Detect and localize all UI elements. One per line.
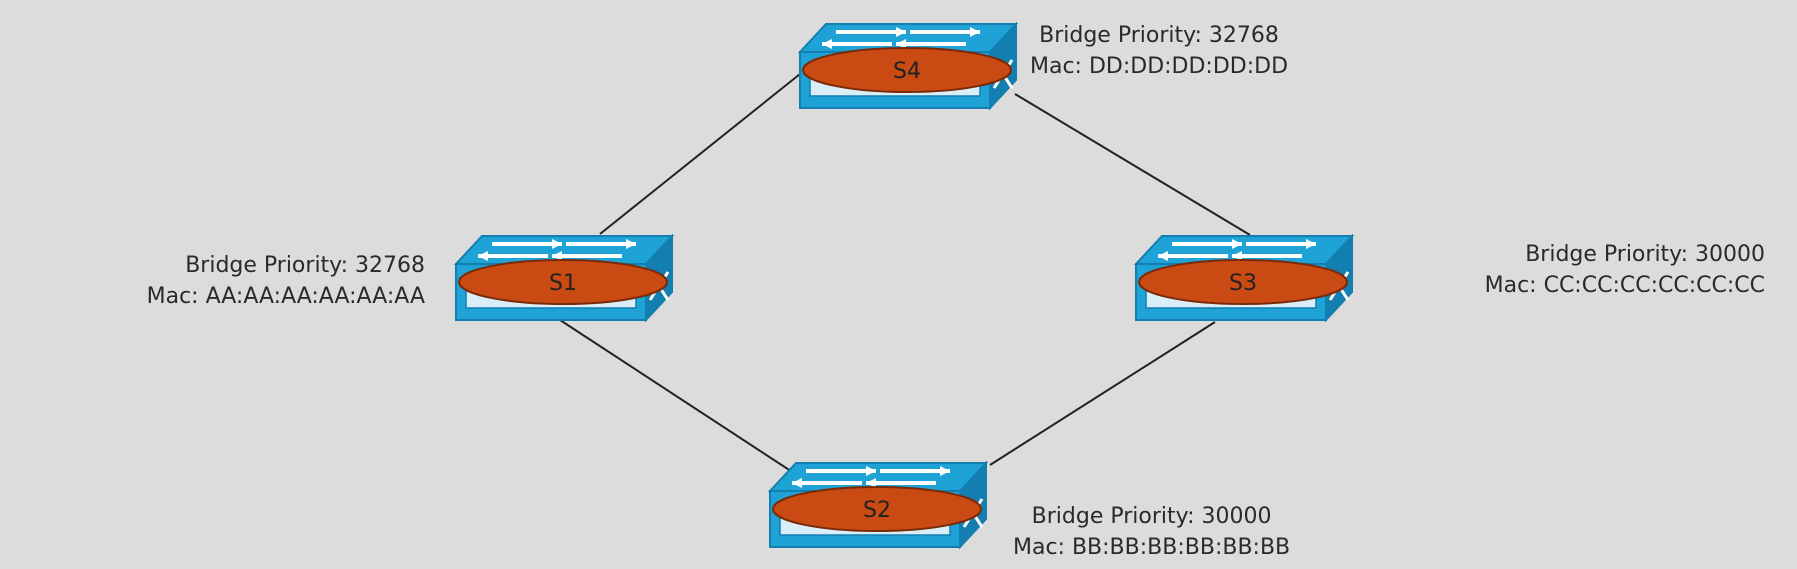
s1-info: Bridge Priority: 32768 Mac: AA:AA:AA:AA:…: [147, 250, 425, 312]
s1-bridge-priority: Bridge Priority: 32768: [185, 253, 425, 278]
s3-mac: Mac: CC:CC:CC:CC:CC:CC: [1484, 273, 1765, 298]
switch-arrows-icon: [822, 27, 980, 49]
link-s4-s3: [1014, 93, 1251, 236]
link-s1-s2: [559, 319, 801, 478]
switch-s2: S2: [767, 460, 989, 550]
switch-s2-label: S2: [863, 498, 891, 523]
s2-mac: Mac: BB:BB:BB:BB:BB:BB: [1013, 535, 1291, 560]
s3-bridge-priority: Bridge Priority: 30000: [1525, 242, 1765, 267]
s1-mac: Mac: AA:AA:AA:AA:AA:AA: [146, 284, 425, 309]
switch-s1: S1: [453, 233, 675, 323]
switch-s3-badge: [1138, 259, 1348, 305]
switch-s2-badge: [772, 486, 982, 532]
switch-arrows-icon: [1158, 239, 1316, 261]
s3-info: Bridge Priority: 30000 Mac: CC:CC:CC:CC:…: [1485, 239, 1765, 301]
switch-s4-label: S4: [893, 59, 921, 84]
switch-s3-label: S3: [1229, 271, 1257, 296]
link-s2-s3: [989, 321, 1216, 466]
s2-info: Bridge Priority: 30000 Mac: BB:BB:BB:BB:…: [1013, 501, 1290, 563]
link-s1-s4: [599, 73, 801, 235]
s2-bridge-priority: Bridge Priority: 30000: [1031, 504, 1272, 529]
s4-bridge-priority: Bridge Priority: 32768: [1039, 23, 1279, 48]
switch-s4: S4: [797, 21, 1019, 111]
switch-arrows-icon: [792, 466, 950, 488]
switch-s4-badge: [802, 47, 1012, 93]
switch-s3: S3: [1133, 233, 1355, 323]
s4-info: Bridge Priority: 32768 Mac: DD:DD:DD:DD:…: [1030, 20, 1288, 82]
links: [559, 73, 1251, 478]
switch-arrows-icon: [478, 239, 636, 261]
switch-s1-badge: [458, 259, 668, 305]
switch-s1-label: S1: [549, 271, 577, 296]
s4-mac: Mac: DD:DD:DD:DD:DD: [1030, 54, 1289, 79]
